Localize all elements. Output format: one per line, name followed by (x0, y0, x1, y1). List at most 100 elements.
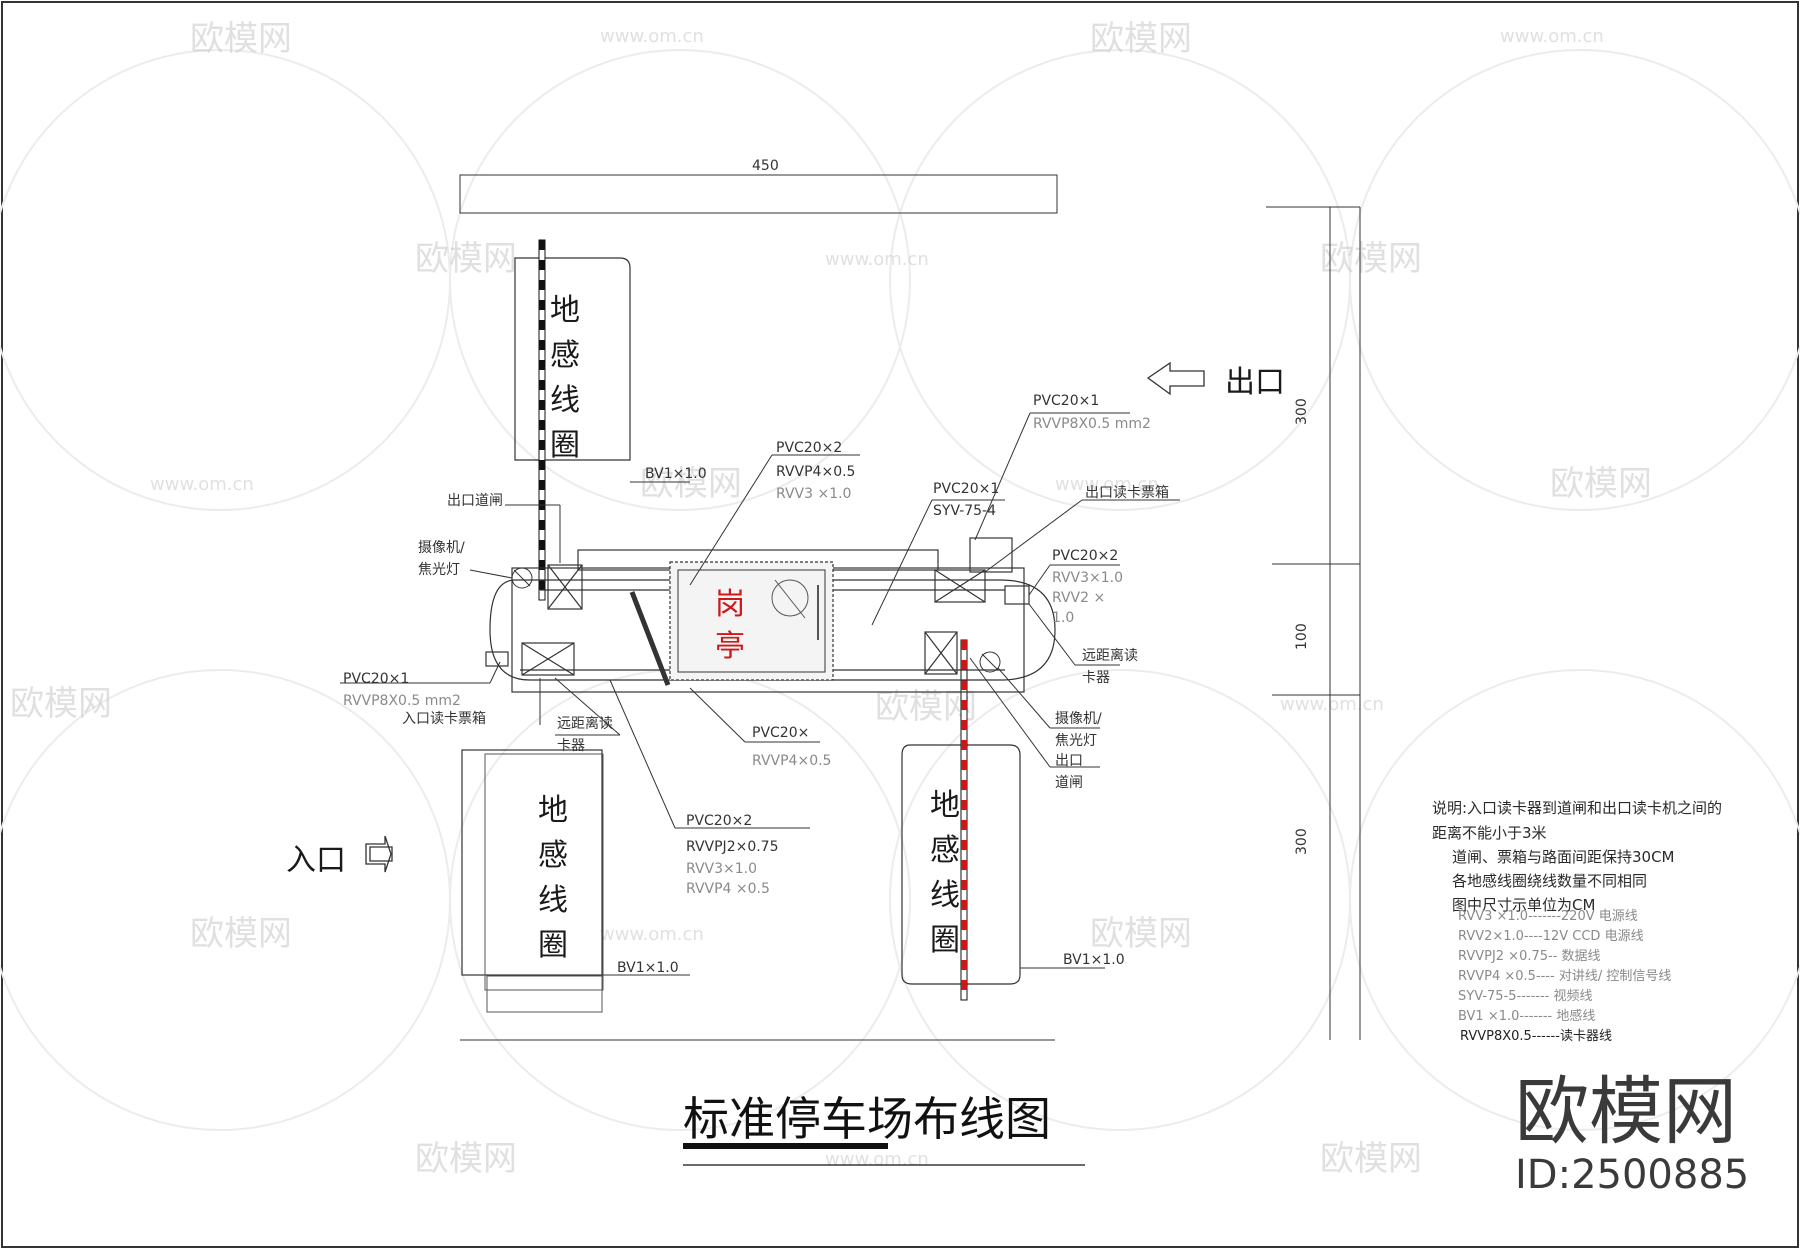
brand-id: ID:2500885 (1515, 1152, 1749, 1198)
legend-item: RVV3 ×1.0-------220V 电源线 (1458, 909, 1638, 924)
label-pvc: PVC20×2 (776, 440, 842, 456)
note-line: 距离不能小于3米 (1432, 824, 1547, 842)
watermark-brand: 欧模网 (10, 684, 112, 724)
label-remote-reader-left: 远距离读 (557, 715, 613, 732)
loop-char: 地 (930, 788, 960, 823)
legend-item: RVVP8X0.5------读卡器线 (1460, 1029, 1612, 1044)
exit-arrow (1146, 361, 1205, 396)
label-pvc: PVC20×2 (1052, 548, 1118, 564)
watermark-brand: 欧模网 (415, 1139, 517, 1179)
label-rvv2: RVV2 × (1052, 590, 1105, 606)
notes: 说明:入口读卡器到道闸和出口读卡机之间的 距离不能小于3米 道闸、票箱与路面间距… (1432, 799, 1722, 914)
label-rvv3: RVV3 ×1.0 (776, 486, 851, 502)
label-exit-gate-left: 出口道闸 (447, 493, 503, 509)
watermark-site: www.om.cn (1055, 474, 1159, 495)
loop-char: 圈 (930, 923, 960, 958)
label-bv-left: BV1×1.0 (617, 960, 679, 976)
booth-char: 岗 (715, 587, 745, 622)
dimension-top (459, 174, 1058, 214)
label-camera-left: 焦光灯 (418, 562, 460, 578)
legend-item: SYV-75-5------- 视频线 (1458, 989, 1593, 1004)
brand-watermark: 欧模网 (1515, 1069, 1737, 1155)
wire-labels: BV1×1.0 出口道闸 摄像机/ 焦光灯 PVC20×2 RVVP4×0.5 … (343, 393, 1169, 976)
label-camera-left: 摄像机/ (418, 540, 465, 556)
exit-label: 出口 (1225, 365, 1285, 400)
loop-char: 感 (930, 833, 960, 868)
label-rvvp4: RVVP4×0.5 (776, 464, 855, 480)
booth-char: 亭 (715, 629, 745, 664)
barrier-arm-bottom (960, 639, 968, 1001)
label-remote-reader-right: 远距离读 (1082, 647, 1138, 664)
label-rvvp8: RVVP8X0.5 mm2 (343, 693, 461, 709)
watermark-brand: 欧模网 (415, 239, 517, 279)
loop-char: 圈 (550, 428, 580, 463)
note-line: 道闸、票箱与路面间距保持30CM (1452, 848, 1675, 866)
watermark-brand: 欧模网 (1090, 914, 1192, 954)
note-line: 说明:入口读卡器到道闸和出口读卡机之间的 (1432, 799, 1722, 817)
watermark-site: www.om.cn (825, 249, 929, 270)
legend-item: RVV2×1.0----12V CCD 电源线 (1458, 929, 1644, 944)
label-camera-right: 摄像机/ (1055, 711, 1102, 727)
legend-item: BV1 ×1.0------- 地感线 (1458, 1008, 1595, 1024)
label-exit-gate-right: 出口 (1055, 753, 1083, 769)
label-rvvp4: RVVP4×0.5 (752, 753, 831, 769)
guard-booth: 岗 亭 (669, 561, 834, 681)
label-pvc: PVC20×1 (1033, 393, 1099, 409)
label-rvvp4: RVVP4 ×0.5 (686, 881, 770, 897)
label-rvv3: RVV3×1.0 (1052, 570, 1123, 586)
loop-char: 线 (930, 878, 960, 913)
label-rvvp8: RVVP8X0.5 mm2 (1033, 416, 1151, 432)
loop-char: 线 (538, 883, 568, 918)
watermark-brand: 欧模网 (190, 19, 292, 59)
dimension-right-top-label: 300 (1294, 398, 1310, 425)
label-pvc: PVC20×1 (933, 481, 999, 497)
leader-lines (340, 412, 1180, 1041)
cable-legend: RVV3 ×1.0-------220V 电源线 RVV2×1.0----12V… (1458, 909, 1671, 1044)
label-exit-ticket-box: 出口读卡票箱 (1085, 484, 1169, 501)
dimension-right-bottom-label: 300 (1294, 828, 1310, 855)
label-bv-top: BV1×1.0 (645, 466, 707, 482)
label-rvv2: 1.0 (1052, 610, 1074, 626)
note-line: 图中尺寸示单位为CM (1452, 896, 1595, 914)
label-camera-right: 焦光灯 (1055, 733, 1097, 749)
dimension-top-label: 450 (752, 158, 779, 174)
entry-arrow (365, 835, 393, 873)
label-entry-ticket-box: 入口读卡票箱 (402, 710, 486, 727)
legend-item: RVVP4 ×0.5---- 对讲线/ 控制信号线 (1458, 969, 1671, 984)
diagram-title: 标准停车场布线图 (683, 1092, 1051, 1146)
loop-char: 地 (538, 793, 568, 828)
watermark-arcs (0, 49, 1800, 1131)
camera-icon (511, 567, 1001, 673)
watermark-brand: 欧模网 (1550, 464, 1652, 504)
dimension-right-mid-label: 100 (1294, 623, 1310, 650)
booth-door (629, 591, 671, 686)
watermark-brand: 欧模网 (1090, 19, 1192, 59)
title-underline-thick (683, 1143, 888, 1149)
watermark-brand: 欧模网 (875, 687, 977, 727)
watermark-site: www.om.cn (825, 1149, 929, 1170)
label-bv-right: BV1×1.0 (1063, 952, 1125, 968)
loop-char: 线 (550, 383, 580, 418)
watermark-site: www.om.cn (1500, 26, 1604, 47)
loop-char: 感 (538, 838, 568, 873)
note-line: 各地感线圈绕线数量不同相同 (1452, 872, 1647, 890)
label-syv: SYV-75-4 (933, 503, 996, 519)
loop-char: 感 (550, 338, 580, 373)
label-remote-reader-right: 卡器 (1082, 670, 1110, 686)
watermark-site: www.om.cn (1280, 694, 1384, 715)
watermark-brand: 欧模网 (640, 464, 742, 504)
entry-label: 入口 (286, 843, 346, 878)
label-pvc: PVC20×2 (686, 813, 752, 829)
label-rvvpj2: RVVPJ2×0.75 (686, 839, 779, 855)
watermark-texts: 欧模网 www.om.cn 欧模网 www.om.cn 欧模网 www.om.c… (10, 19, 1652, 1179)
watermark-brand: 欧模网 (1320, 239, 1422, 279)
dimension-right (1266, 206, 1361, 1040)
label-exit-gate-right: 道闸 (1055, 775, 1083, 791)
watermark-brand: 欧模网 (190, 914, 292, 954)
watermark-site: www.om.cn (150, 474, 254, 495)
label-pvc: PVC20× (752, 725, 809, 741)
watermark-site: www.om.cn (600, 26, 704, 47)
barrier-arm-top (538, 239, 546, 601)
